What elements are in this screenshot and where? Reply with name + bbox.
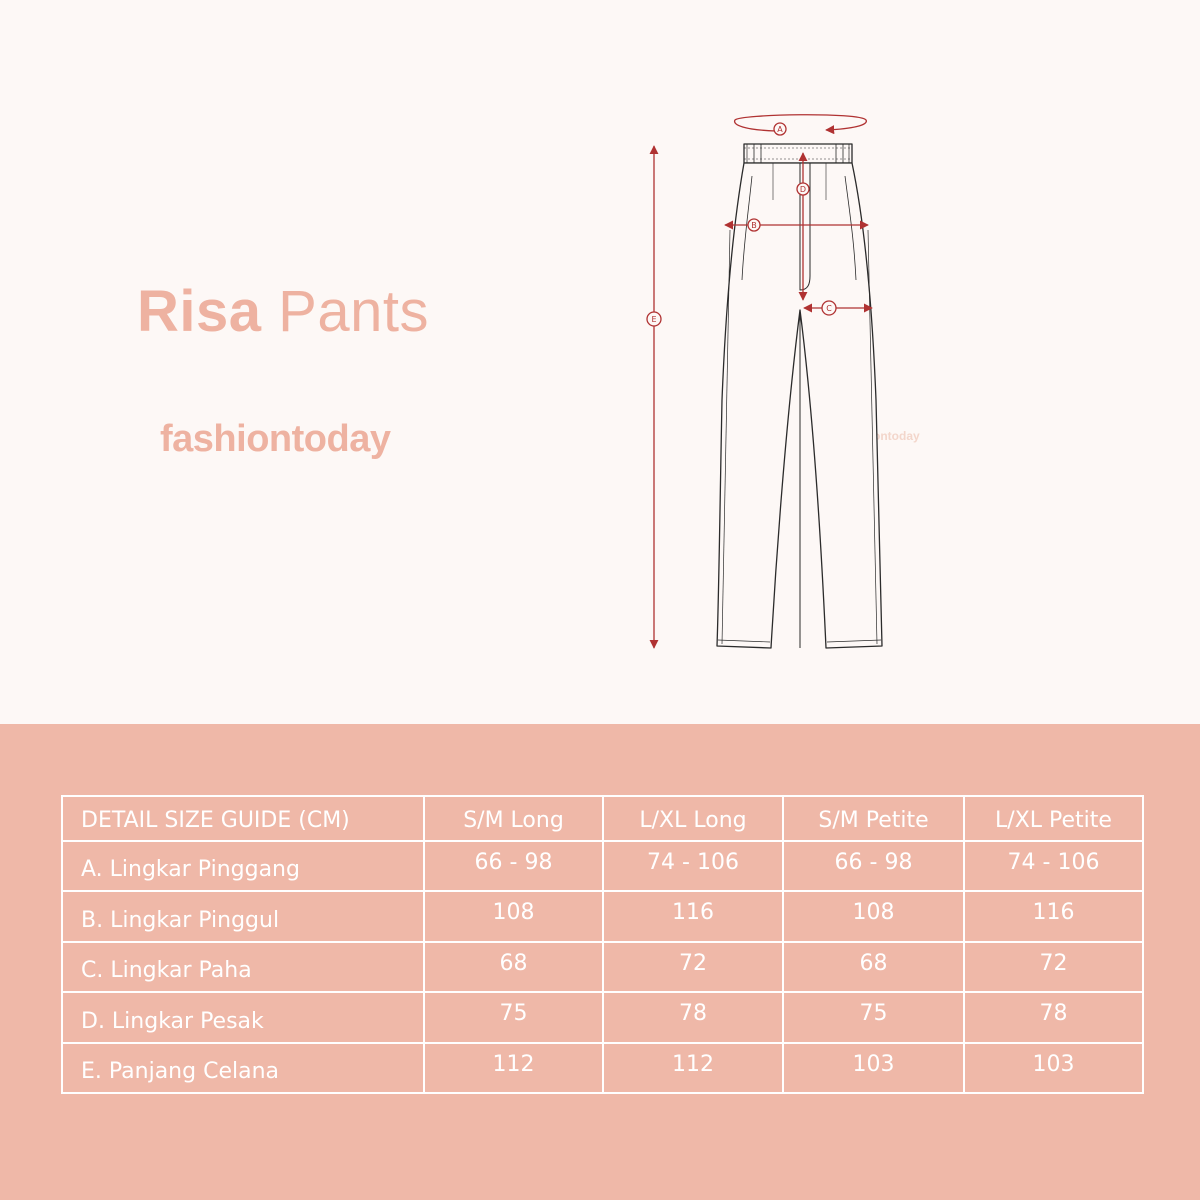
column-header: L/XL Long — [602, 795, 784, 842]
brand-logo: fashiontoday — [160, 418, 391, 460]
table-cell: 72 — [963, 940, 1144, 994]
measure-label-d: D — [800, 185, 806, 194]
product-name-bold: Risa — [137, 279, 262, 344]
table-cell: 66 - 98 — [782, 839, 965, 893]
table-cell: 112 — [423, 1041, 604, 1094]
row-label: E. Panjang Celana — [61, 1041, 425, 1094]
row-label: C. Lingkar Paha — [61, 940, 425, 994]
size-guide-table: DETAIL SIZE GUIDE (CM) S/M Long L/XL Lon… — [61, 795, 1144, 1094]
table-cell: 68 — [423, 940, 604, 994]
table-row: B. Lingkar Pinggul 108 116 108 116 — [61, 890, 1144, 943]
header-area — [0, 0, 1200, 724]
measure-c — [803, 300, 873, 316]
measure-b — [724, 218, 869, 232]
column-header: S/M Petite — [782, 795, 965, 842]
measure-a — [733, 114, 867, 136]
table-cell: 74 - 106 — [602, 839, 784, 893]
table-cell: 66 - 98 — [423, 839, 604, 893]
table-cell: 74 - 106 — [963, 839, 1144, 893]
row-label: B. Lingkar Pinggul — [61, 890, 425, 943]
table-cell: 108 — [782, 890, 965, 943]
measure-label-c: C — [826, 304, 832, 313]
measure-d — [796, 152, 810, 301]
table-row: A. Lingkar Pinggang 66 - 98 74 - 106 66 … — [61, 839, 1144, 893]
table-row: C. Lingkar Paha 68 72 68 72 — [61, 940, 1144, 994]
column-header: S/M Long — [423, 795, 604, 842]
measure-label-a: A — [777, 125, 783, 134]
row-label: A. Lingkar Pinggang — [61, 839, 425, 893]
table-cell: 116 — [602, 890, 784, 943]
table-cell: 103 — [782, 1041, 965, 1094]
product-title: Risa Pants — [137, 278, 429, 345]
pants-measurement-diagram: A B C D E — [646, 114, 883, 649]
table-cell: 75 — [423, 991, 604, 1044]
table-cell: 108 — [423, 890, 604, 943]
measure-label-b: B — [751, 221, 757, 230]
measure-label-e: E — [651, 315, 656, 324]
measure-e — [646, 145, 662, 649]
column-header: L/XL Petite — [963, 795, 1144, 842]
table-cell: 103 — [963, 1041, 1144, 1094]
row-label: D. Lingkar Pesak — [61, 991, 425, 1044]
table-row: E. Panjang Celana 112 112 103 103 — [61, 1041, 1144, 1094]
table-row: D. Lingkar Pesak 75 78 75 78 — [61, 991, 1144, 1044]
table-header-row: DETAIL SIZE GUIDE (CM) S/M Long L/XL Lon… — [61, 795, 1144, 842]
table-header: DETAIL SIZE GUIDE (CM) — [61, 795, 425, 842]
table-cell: 78 — [963, 991, 1144, 1044]
table-cell: 78 — [602, 991, 784, 1044]
product-name-light: Pants — [278, 279, 429, 344]
table-cell: 112 — [602, 1041, 784, 1094]
table-cell: 116 — [963, 890, 1144, 943]
table-cell: 75 — [782, 991, 965, 1044]
table-cell: 68 — [782, 940, 965, 994]
table-cell: 72 — [602, 940, 784, 994]
pants-drawing — [716, 143, 883, 649]
